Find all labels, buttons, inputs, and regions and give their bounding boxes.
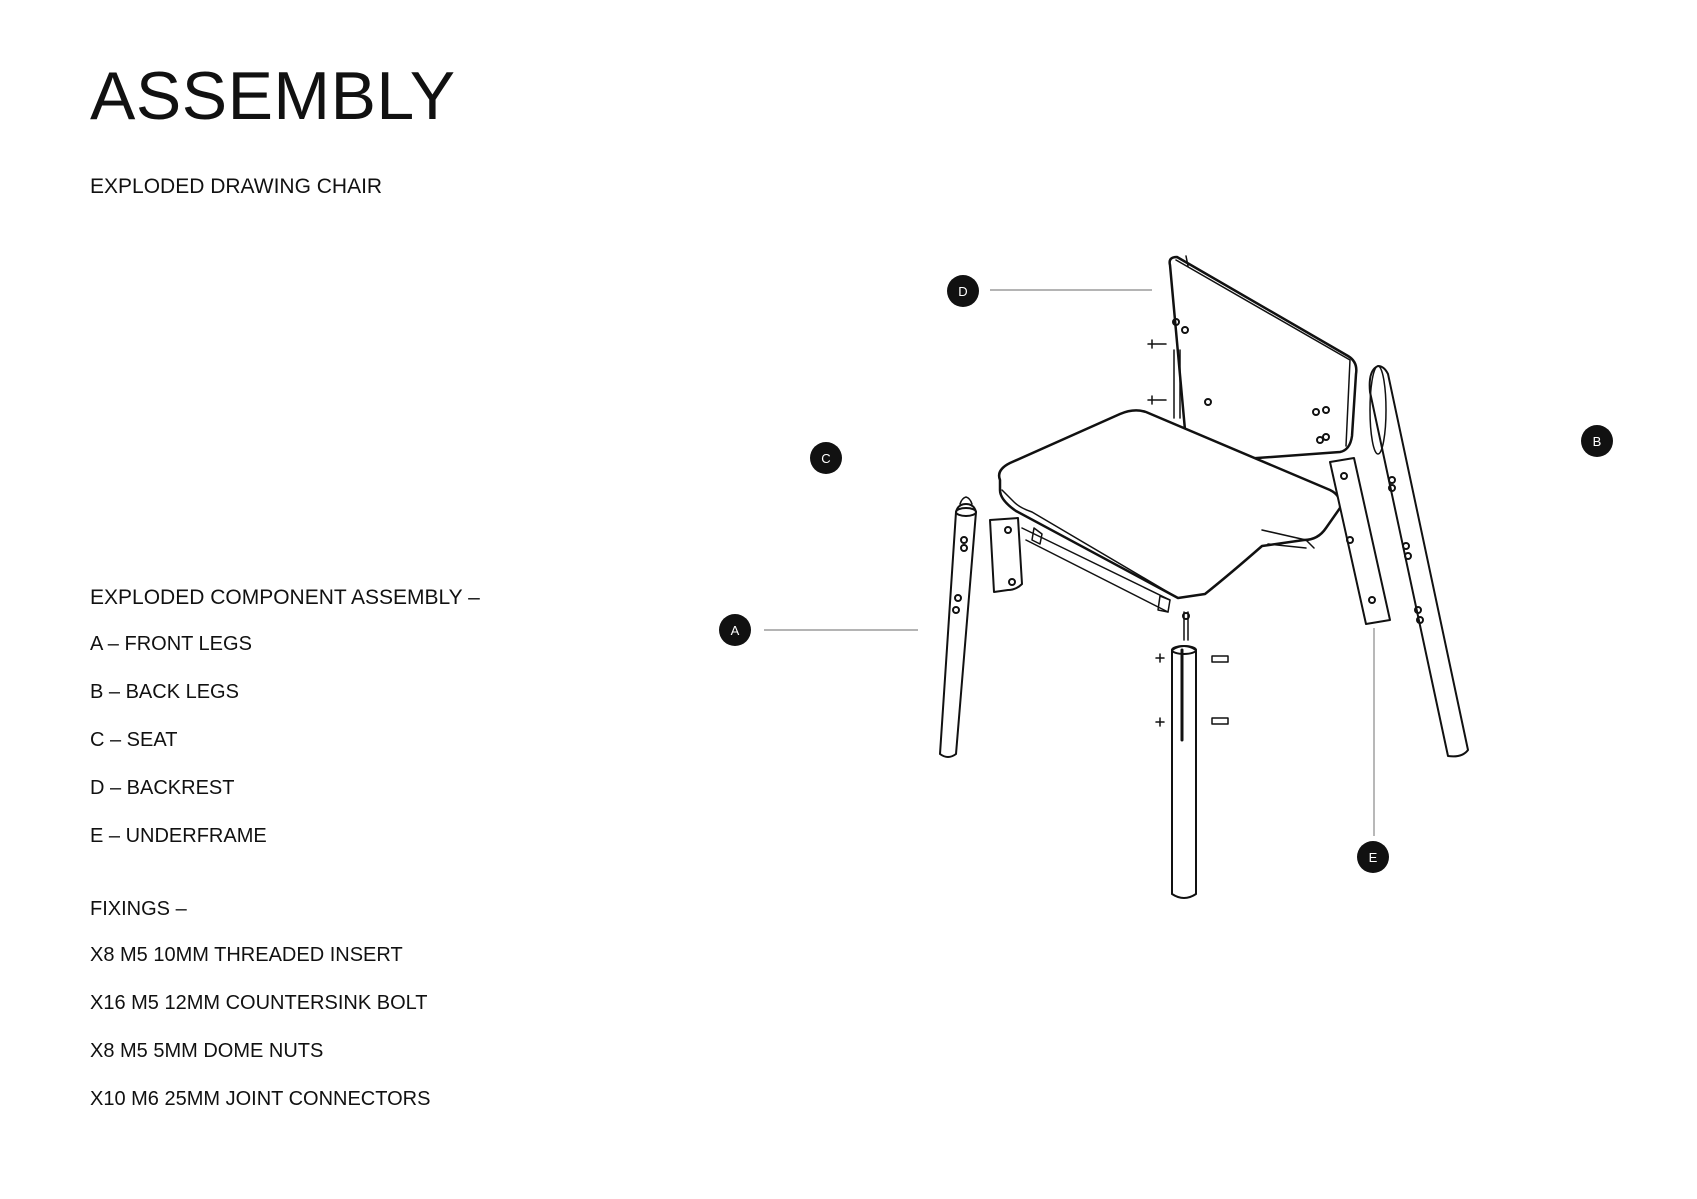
seat-part [997,409,1342,600]
callout-a: A [719,614,751,646]
component-list-heading: EXPLODED COMPONENT ASSEMBLY – [90,586,480,609]
backrest-part [1168,255,1358,465]
fixings-list-heading: FIXINGS – [90,898,187,920]
fixing-item-joint-connectors: X10 M6 25MM JOINT CONNECTORS [90,1088,431,1110]
front-leg-center [1155,645,1229,899]
svg-text:A: A [731,623,740,638]
underframe-part [989,457,1391,641]
svg-text:C: C [821,451,830,466]
svg-text:E: E [1369,850,1378,865]
component-item-back-legs: B – BACK LEGS [90,681,239,703]
svg-text:B: B [1593,434,1602,449]
callout-e: E [1357,841,1389,873]
page-title: ASSEMBLY [90,58,456,134]
component-item-seat: C – SEAT [90,729,178,751]
page-subtitle: EXPLODED DRAWING CHAIR [90,175,383,198]
component-item-underframe: E – UNDERFRAME [90,825,267,847]
backrest-bolts [1147,339,1181,419]
fixing-item-threaded-insert: X8 M5 10MM THREADED INSERT [90,944,403,966]
callout-d: D [947,275,979,307]
component-list: EXPLODED COMPONENT ASSEMBLY – A – FRONT … [90,587,480,874]
fixing-item-dome-nuts: X8 M5 5MM DOME NUTS [90,1040,324,1062]
front-leg-left [939,496,977,758]
component-item-front-legs: A – FRONT LEGS [90,633,252,655]
svg-text:D: D [958,284,967,299]
fixings-list: FIXINGS – X8 M5 10MM THREADED INSERT X16… [90,899,430,1137]
back-leg [1368,365,1469,758]
fixing-item-countersink-bolt: X16 M5 12MM COUNTERSINK BOLT [90,992,428,1014]
callout-b: B [1581,425,1613,457]
component-item-backrest: D – BACKREST [90,777,235,799]
callout-c: C [810,442,842,474]
